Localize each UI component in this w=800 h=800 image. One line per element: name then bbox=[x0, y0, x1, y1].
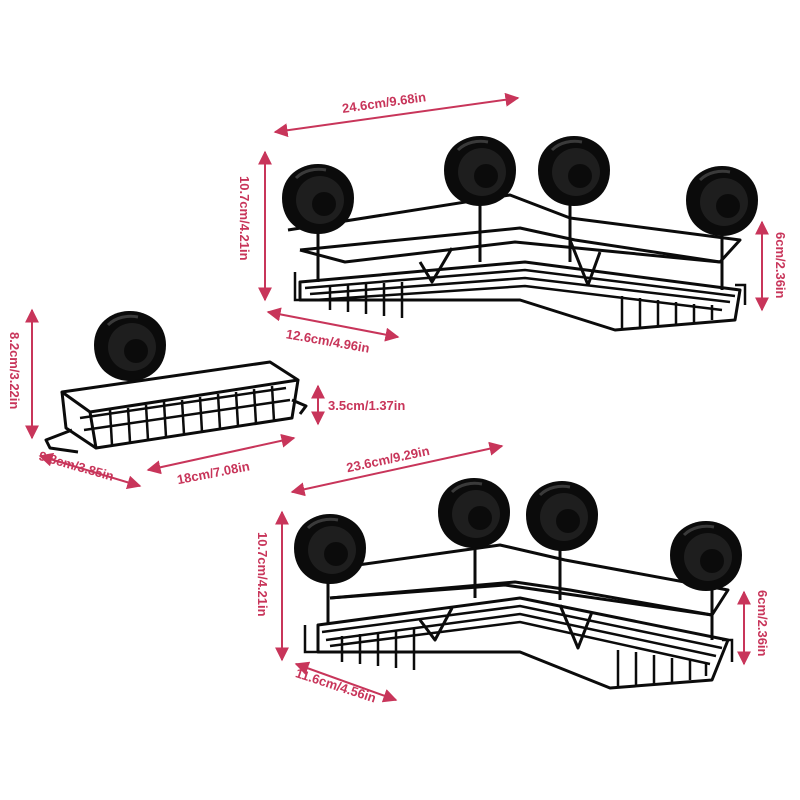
top-shelf-basket-height-label: 6cm/2.36in bbox=[773, 232, 788, 299]
bottom-shelf-side-label: 11.6cm/4.56in bbox=[294, 665, 378, 705]
soap-dish-depth-label: 9.8cm/3.85in bbox=[37, 448, 116, 484]
top-shelf-height-label: 10.7cm/4.21in bbox=[237, 176, 252, 261]
soap-dish bbox=[44, 309, 308, 454]
bottom-shelf-basket-height-label: 6cm/2.36in bbox=[755, 590, 770, 657]
bottom-shelf-height-label: 10.7cm/4.21in bbox=[255, 532, 270, 617]
top-shelf-side-label: 12.6cm/4.96in bbox=[285, 326, 371, 355]
soap-dish-width-label: 18cm/7.08in bbox=[176, 458, 251, 487]
soap-dish-basket-height-label: 3.5cm/1.37in bbox=[328, 398, 405, 413]
bottom-corner-shelf bbox=[292, 476, 744, 690]
soap-dish-height-label: 8.2cm/3.22in bbox=[7, 332, 22, 409]
top-corner-shelf bbox=[280, 134, 760, 332]
